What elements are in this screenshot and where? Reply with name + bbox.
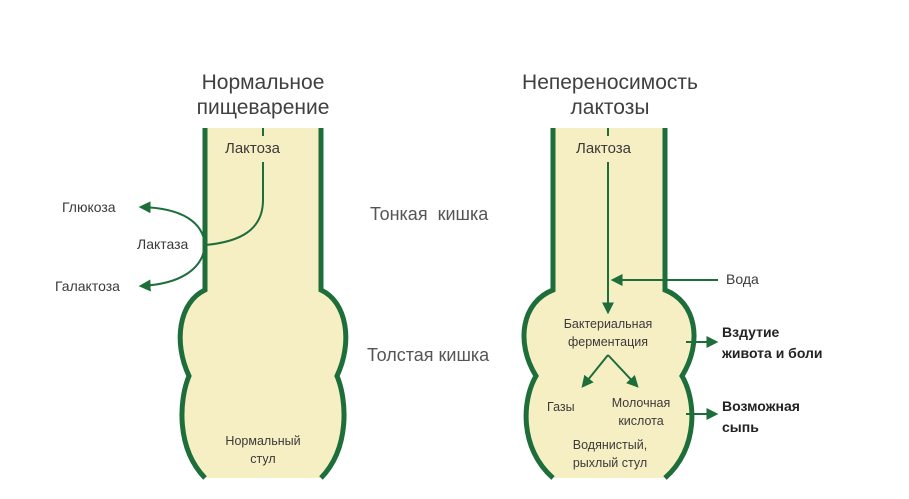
fermentation-line1: Бактериальная	[563, 317, 653, 331]
left-stool-line1: Нормальный	[225, 434, 301, 448]
right-lactose-label: Лактоза	[576, 140, 632, 157]
left-intestine-outline-left	[177, 128, 208, 480]
bloating-line2: живота и боли	[722, 345, 823, 361]
right-title-line1: Непереносимость	[522, 71, 698, 94]
lactic-acid-arrow	[607, 354, 639, 388]
right-title-line2: лактозы	[570, 96, 650, 119]
right-intestine	[521, 128, 719, 480]
rash-line2: сыпь	[722, 419, 759, 435]
fermentation-line2: ферментация	[567, 335, 649, 349]
right-intestine-outline-left	[521, 128, 556, 480]
gases-label: Газы	[547, 400, 575, 414]
left-title: Нормальное пищеварение	[163, 70, 363, 120]
left-intestine	[138, 128, 349, 480]
right-intestine-outline-right	[662, 128, 697, 480]
galactose-arrow	[138, 244, 206, 292]
small-intestine-label: Тонкая кишка	[370, 204, 489, 224]
bloating-line1: Вздутие	[722, 324, 780, 340]
glucose-label: Глюкоза	[62, 199, 116, 215]
lactic-acid-line1: Молочная	[611, 396, 671, 410]
water-label: Вода	[726, 271, 759, 287]
left-title-line2: пищеварение	[196, 96, 330, 119]
left-lactose-curve	[204, 162, 264, 246]
right-title: Непереносимость лактозы	[505, 70, 715, 120]
left-intestine-fill	[180, 128, 346, 478]
left-intestine-outline-right	[318, 128, 349, 480]
rash-line1: Возможная	[722, 398, 800, 414]
fermentation-label: Бактериальная ферментация	[548, 315, 668, 351]
left-title-line1: Нормальное	[201, 71, 325, 94]
right-stool-line2: рыхлый стул	[572, 456, 648, 470]
left-stool-label: Нормальный стул	[213, 432, 313, 468]
galactose-label: Галактоза	[55, 278, 120, 294]
gases-arrow	[581, 354, 609, 388]
lactic-acid-label: Молочная кислота	[604, 394, 678, 430]
glucose-arrow	[138, 201, 206, 246]
right-stool-line1: Водянистый,	[572, 438, 648, 452]
lactase-label: Лактаза	[137, 236, 189, 252]
left-lactose-label: Лактоза	[225, 140, 281, 157]
lactic-acid-line2: кислота	[618, 414, 664, 428]
left-stool-line2: стул	[250, 452, 276, 466]
right-stool-label: Водянистый, рыхлый стул	[555, 436, 665, 472]
rash-label: Возможная сыпь	[722, 396, 800, 438]
bloating-label: Вздутие живота и боли	[722, 322, 823, 364]
large-intestine-label: Толстая кишка	[367, 345, 490, 365]
